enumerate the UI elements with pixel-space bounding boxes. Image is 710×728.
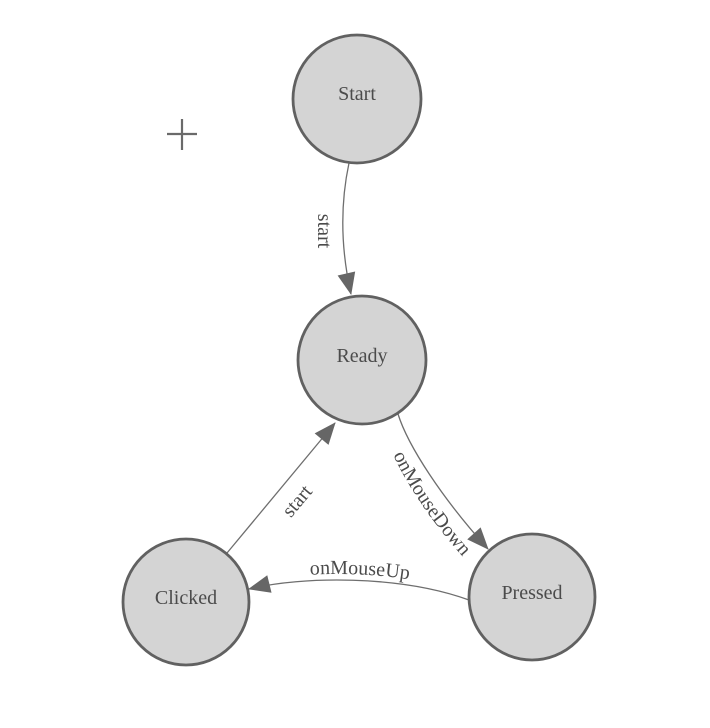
node-circle-clicked[interactable] <box>121 537 251 667</box>
edge-line-clicked-to-ready[interactable] <box>226 422 336 554</box>
node-ready[interactable]: Ready <box>296 294 428 426</box>
edge-pressed-to-clicked[interactable]: onMouseUp <box>248 557 470 601</box>
node-label-clicked: Clicked <box>155 587 217 609</box>
node-label-pressed: Pressed <box>501 582 562 604</box>
node-circle-pressed[interactable] <box>467 532 597 662</box>
node-circle-start[interactable] <box>291 33 423 165</box>
node-label-start: Start <box>338 83 376 105</box>
node-clicked[interactable]: Clicked <box>121 537 251 667</box>
edge-ready-to-pressed[interactable]: onMouseDown <box>389 413 489 560</box>
node-pressed[interactable]: Pressed <box>467 532 597 662</box>
node-label-ready: Ready <box>336 345 387 367</box>
node-circle-ready[interactable] <box>296 294 428 426</box>
edge-clicked-to-ready[interactable]: start <box>226 422 336 554</box>
node-start[interactable]: Start <box>291 33 423 165</box>
edge-start-to-ready[interactable]: start <box>313 162 356 295</box>
edge-line-ready-to-pressed[interactable] <box>397 413 489 550</box>
edge-label-start-2: start <box>278 481 317 522</box>
plus-crosshair-icon <box>167 119 197 150</box>
edge-label-start-1: start <box>313 214 335 249</box>
edge-line-start-to-ready[interactable] <box>337 162 356 295</box>
edge-label-onmousedown: onMouseDown <box>389 448 476 560</box>
edge-line-pressed-to-clicked[interactable] <box>248 575 470 601</box>
